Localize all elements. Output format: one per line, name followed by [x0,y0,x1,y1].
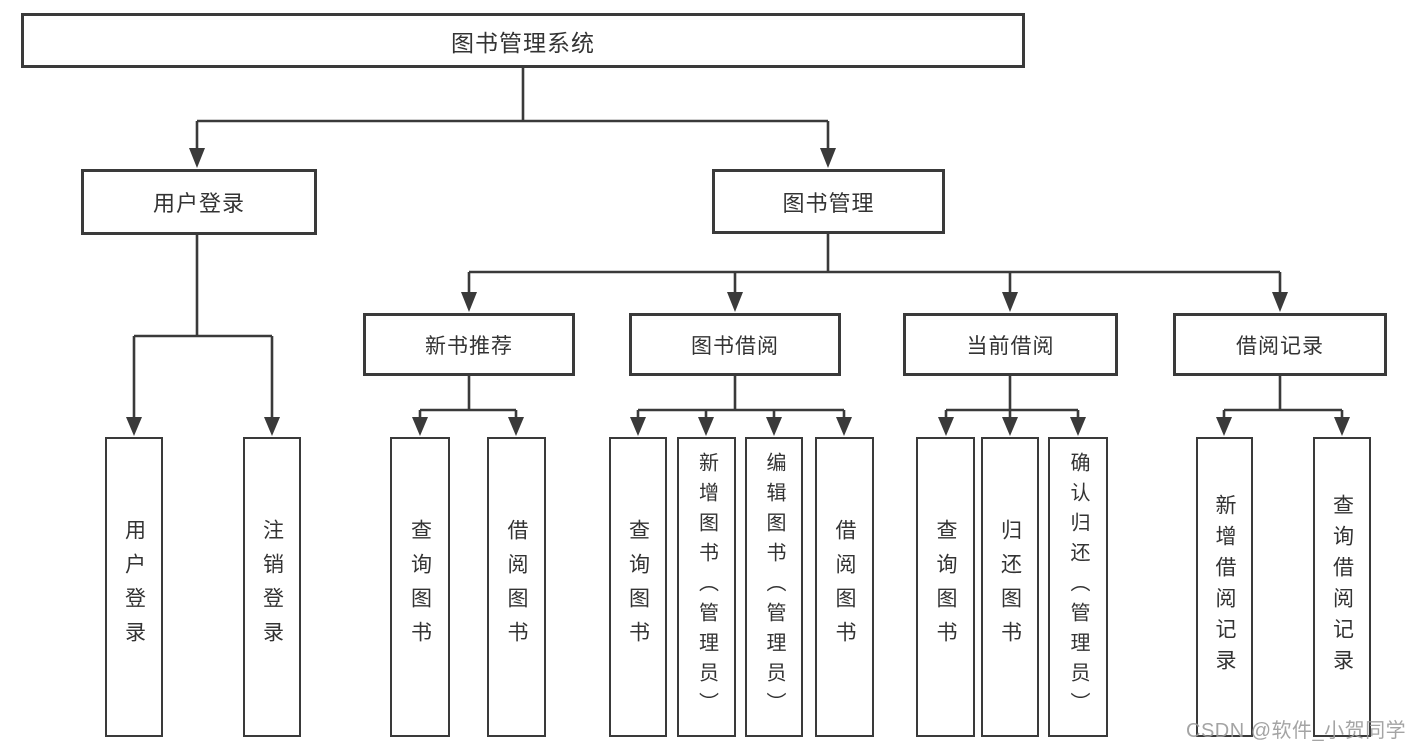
csdn-watermark: CSDN @软件_小贺同学 [1186,720,1405,742]
node-label: 查询借阅记录 [1330,494,1354,680]
node-label: 借阅图书 [833,519,856,655]
node-label: 注销登录 [260,519,284,655]
leaf-add-book-admin: 新增图书（管理员） [677,437,736,737]
node-label: 新增借阅记录 [1213,494,1236,680]
leaf-borrow-books-recommend: 借阅图书 [487,437,546,737]
node-label: 借阅图书 [505,519,528,655]
leaf-query-borrow-record: 查询借阅记录 [1313,437,1371,737]
node-label: 编辑图书（管理员） [763,452,785,722]
node-label: 归还图书 [998,519,1022,655]
leaf-user-login: 用户登录 [105,437,163,737]
node-label: 图书管理系统 [451,29,595,56]
node-label: 新书推荐 [425,334,513,358]
leaf-edit-book-admin: 编辑图书（管理员） [745,437,803,737]
node-label: 图书借阅 [691,334,779,358]
leaf-query-books-borrow: 查询图书 [609,437,667,737]
node-label: 图书管理 [782,190,875,216]
leaf-return-book: 归还图书 [981,437,1039,737]
node-label: 查询图书 [408,519,432,655]
node-borrow-records: 借阅记录 [1173,313,1387,376]
node-label: 查询图书 [626,519,650,655]
leaf-logout: 注销登录 [243,437,301,737]
leaf-borrow-book: 借阅图书 [815,437,874,737]
leaf-add-borrow-record: 新增借阅记录 [1196,437,1253,737]
node-label: 用户登录 [152,191,245,216]
node-current-borrow: 当前借阅 [903,313,1118,376]
node-book-borrow: 图书借阅 [629,313,841,376]
leaf-confirm-return-admin: 确认归还（管理员） [1048,437,1108,737]
node-label: 借阅记录 [1236,334,1324,358]
node-label: 查询图书 [934,519,957,655]
node-label: 当前借阅 [966,334,1055,358]
node-label: 新增图书（管理员） [695,452,718,722]
leaf-query-books-current: 查询图书 [916,437,975,737]
node-library-system: 图书管理系统 [21,13,1025,68]
leaf-query-books-recommend: 查询图书 [390,437,450,737]
node-label: 确认归还（管理员） [1067,452,1089,722]
node-new-book-recommend: 新书推荐 [363,313,575,376]
node-user-login-module: 用户登录 [81,169,317,235]
node-book-management: 图书管理 [712,169,945,234]
node-label: 用户登录 [122,519,146,655]
